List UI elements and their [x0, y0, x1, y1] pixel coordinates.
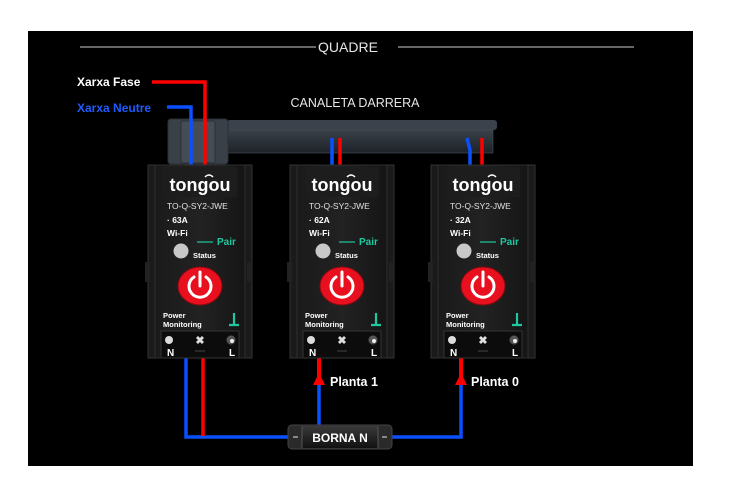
monitoring-indicator-icon: [512, 313, 522, 327]
model-number: TO-Q-SY2-JWE: [309, 201, 370, 211]
output-label-planta-1: Planta 1: [330, 375, 378, 389]
terminal-l-label: L: [229, 348, 235, 359]
arrow-planta-1: [313, 373, 325, 385]
monitoring-indicator-icon: [229, 313, 239, 327]
terminal-n-label: N: [450, 348, 457, 359]
brand-logo: tongou: [312, 175, 373, 195]
terminal-block-label: BORNA N: [312, 431, 368, 445]
duct-label: CANALETA DARRERA: [291, 96, 421, 110]
status-label: Status: [476, 251, 499, 260]
neutral-terminal-screw: [165, 336, 173, 344]
model-number: TO-Q-SY2-JWE: [167, 201, 228, 211]
wifi-label: Wi-Fi: [167, 228, 188, 238]
logo-arc-icon: [204, 174, 214, 178]
status-label: Status: [193, 251, 216, 260]
power-monitoring-label-2: Monitoring: [305, 320, 344, 329]
blank-terminal-x-icon: ✖: [337, 335, 346, 347]
brand-logo: tongou: [170, 175, 231, 195]
terminal-strip: [443, 330, 523, 359]
terminal-n-label: N: [309, 348, 316, 359]
diagram-title: QUADRE: [318, 39, 378, 55]
neutral-terminal-screw: [448, 336, 456, 344]
brand-logo: tongou: [453, 175, 514, 195]
logo-arc-icon: [346, 174, 356, 178]
power-icon: [187, 275, 213, 299]
pair-label: Pair: [500, 237, 519, 248]
neutral-terminal-screw: [307, 336, 315, 344]
terminal-block-borna-n: BORNA N: [287, 424, 393, 450]
current-rating: · 32A: [450, 215, 471, 225]
logo-arc-icon: [487, 174, 497, 178]
blank-terminal-x-icon: ✖: [478, 335, 487, 347]
current-rating: · 63A: [167, 215, 188, 225]
terminal-n-label: N: [167, 348, 174, 359]
wires: [152, 80, 484, 439]
neutral-supply-label: Xarxa Neutre: [77, 101, 151, 115]
power-button[interactable]: [319, 266, 365, 306]
power-monitoring-label-2: Monitoring: [163, 320, 202, 329]
neutral-supply-wire: [167, 105, 193, 166]
power-button[interactable]: [177, 266, 223, 306]
status-led[interactable]: [456, 243, 472, 259]
status-led[interactable]: [173, 243, 189, 259]
device-3-neutral-input: [465, 137, 472, 166]
status-label: Status: [335, 251, 358, 260]
power-monitoring-label-1: Power: [446, 311, 469, 320]
power-monitoring-label-1: Power: [163, 311, 186, 320]
terminal-strip: [160, 330, 240, 359]
device-3-neutral-to-borna: [392, 384, 463, 439]
power-icon: [470, 275, 496, 299]
terminal-l-label: L: [371, 348, 377, 359]
output-label-planta-0: Planta 0: [471, 375, 519, 389]
pair-label: Pair: [359, 237, 378, 248]
power-monitoring-label-1: Power: [305, 311, 328, 320]
terminal-strip: [302, 330, 382, 359]
model-number: TO-Q-SY2-JWE: [450, 201, 511, 211]
power-monitoring-label-2: Monitoring: [446, 320, 485, 329]
pair-label: Pair: [217, 237, 236, 248]
wifi-label: Wi-Fi: [309, 228, 330, 238]
wifi-label: Wi-Fi: [450, 228, 471, 238]
terminal-l-label: L: [512, 348, 518, 359]
power-icon: [329, 275, 355, 299]
blank-terminal-x-icon: ✖: [195, 335, 204, 347]
monitoring-indicator-icon: [371, 313, 381, 327]
device-1-neutral-out: [184, 358, 288, 439]
phase-supply-label: Xarxa Fase: [77, 75, 141, 89]
power-button[interactable]: [460, 266, 506, 306]
arrow-planta-0: [455, 373, 467, 385]
current-rating: · 62A: [309, 215, 330, 225]
phase-supply-wire: [152, 80, 207, 166]
status-led[interactable]: [315, 243, 331, 259]
